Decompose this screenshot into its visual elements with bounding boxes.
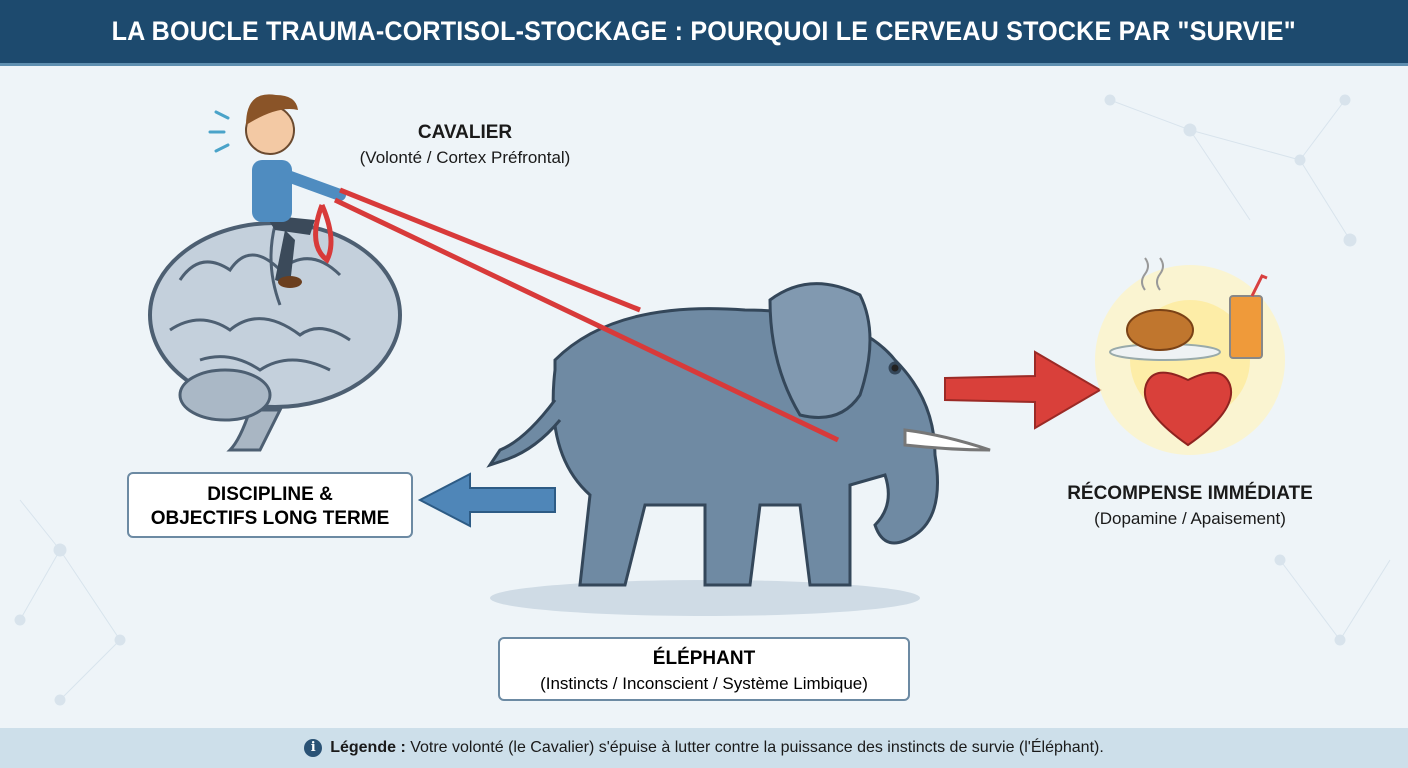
legend-label: Légende :	[330, 739, 406, 756]
info-icon: i	[304, 739, 323, 757]
reward-icon	[1095, 257, 1285, 455]
elephant-box: ÉLÉPHANT (Instincts / Inconscient / Syst…	[498, 637, 910, 701]
roast-chicken-icon	[1126, 309, 1194, 351]
juice-glass-icon	[1229, 295, 1263, 359]
elephant-title: ÉLÉPHANT	[652, 648, 756, 669]
arrow-right-icon	[944, 350, 1102, 430]
rider-icon	[208, 94, 346, 288]
rider-title: CAVALIER	[417, 122, 513, 143]
rider-subtitle: (Volonté / Cortex Préfrontal)	[359, 148, 571, 167]
elephant-subtitle: (Instincts / Inconscient / Système Limbi…	[540, 674, 868, 693]
illustration	[14, 94, 1391, 706]
brain-icon	[148, 221, 402, 452]
network-background	[14, 94, 1391, 706]
discipline-line1: DISCIPLINE &	[207, 484, 333, 505]
discipline-box: DISCIPLINE & OBJECTIFS LONG TERME	[127, 472, 413, 538]
discipline-line2: OBJECTIFS LONG TERME	[150, 508, 390, 529]
elephant-icon	[486, 282, 991, 587]
rider-label: CAVALIER (Volonté / Cortex Préfrontal)	[330, 122, 600, 168]
reins	[313, 187, 840, 443]
reward-subtitle: (Dopamine / Apaisement)	[1094, 509, 1286, 528]
arrow-left-icon	[417, 472, 556, 528]
reward-title: RÉCOMPENSE IMMÉDIATE	[1067, 483, 1313, 504]
elephant-shadow	[490, 580, 920, 616]
legend-text: Votre volonté (le Cavalier) s'épuise à l…	[410, 739, 1104, 756]
header-bar: LA BOUCLE TRAUMA-CORTISOL-STOCKAGE : POU…	[0, 0, 1408, 66]
heart-icon	[1143, 371, 1233, 447]
reward-label: RÉCOMPENSE IMMÉDIATE (Dopamine / Apaisem…	[1030, 483, 1350, 529]
legend-bar: i Légende : Votre volonté (le Cavalier) …	[0, 728, 1408, 768]
page-title: LA BOUCLE TRAUMA-CORTISOL-STOCKAGE : POU…	[111, 16, 1297, 46]
